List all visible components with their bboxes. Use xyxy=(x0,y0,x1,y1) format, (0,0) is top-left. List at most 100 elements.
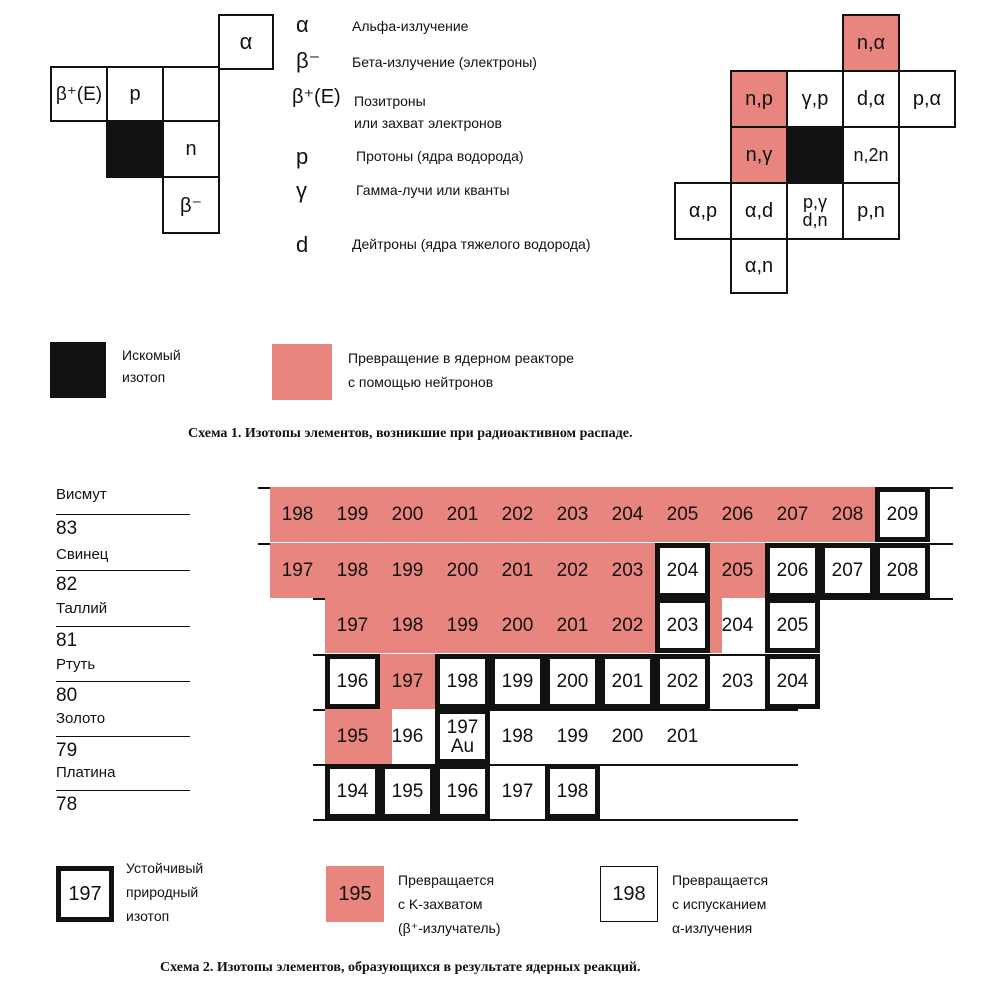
grid-rule xyxy=(313,709,798,711)
isotope-cell: 197 xyxy=(325,598,380,653)
isotope-mass: 204 xyxy=(666,559,699,581)
isotope-mass: 201 xyxy=(666,725,699,747)
isotope-mass: 203 xyxy=(611,559,644,581)
isotope-cell: 206 xyxy=(765,543,820,598)
cell-n-p: n,p xyxy=(730,70,788,128)
cell-p-alpha: p,α xyxy=(898,70,956,128)
isotope-cell: 196 xyxy=(380,709,435,764)
legend-symbol-gamma: γ xyxy=(296,178,307,203)
isotope-cell: 200 xyxy=(380,487,435,542)
isotope-cell: 202 xyxy=(490,487,545,542)
isotope-mass: 207 xyxy=(776,503,809,525)
isotope-mass: 200 xyxy=(391,503,424,525)
isotope-mass: 196 xyxy=(336,670,369,692)
isotope-cell: 200 xyxy=(545,654,600,709)
isotope-cell: 201 xyxy=(600,654,655,709)
isotope-mass: 197 xyxy=(501,780,534,802)
element-z: 80 xyxy=(56,685,78,706)
legend-alpha-text: Превращается с испусканием α-излучения xyxy=(672,872,769,936)
isotope-mass: 199 xyxy=(556,725,589,747)
element-divider xyxy=(56,514,190,515)
isotope-mass: 195 xyxy=(391,780,424,802)
isotope-cell: 201 xyxy=(490,543,545,598)
isotope-mass: 204 xyxy=(776,670,809,692)
isotope-cell: 203 xyxy=(655,598,710,653)
isotope-symbol: Au xyxy=(450,735,475,757)
cell-d-alpha: d,α xyxy=(842,70,900,128)
isotope-mass: 202 xyxy=(666,670,699,692)
legend-symbol-d: d xyxy=(296,232,309,257)
isotope-cell: 197 xyxy=(490,764,545,819)
element-name: Золото xyxy=(56,710,106,727)
isotope-mass: 196 xyxy=(446,780,479,802)
element-name: Висмут xyxy=(56,486,107,503)
element-divider xyxy=(56,570,190,571)
cell-p: p xyxy=(106,66,164,122)
cell-target-isotope-right xyxy=(786,126,844,184)
isotope-cell: 199 xyxy=(325,487,380,542)
element-z: 78 xyxy=(56,794,78,815)
isotope-cell: 204 xyxy=(600,487,655,542)
isotope-mass: 201 xyxy=(501,559,534,581)
isotope-mass: 197 xyxy=(446,716,479,738)
isotope-cell: 198 xyxy=(380,598,435,653)
isotope-mass: 202 xyxy=(501,503,534,525)
isotope-cell: 198 xyxy=(325,543,380,598)
isotope-cell: 202 xyxy=(600,598,655,653)
isotope-mass: 198 xyxy=(281,503,314,525)
isotope-cell: 204 xyxy=(765,654,820,709)
isotope-cell: 196 xyxy=(435,764,490,819)
isotope-cell: 200 xyxy=(600,709,655,764)
legend-symbol-p: p xyxy=(296,144,309,169)
isotope-mass: 200 xyxy=(446,559,479,581)
isotope-mass: 194 xyxy=(336,780,369,802)
isotope-mass: 206 xyxy=(721,503,754,525)
isotope-mass: 207 xyxy=(831,559,864,581)
isotope-mass: 198 xyxy=(501,725,534,747)
isotope-mass: 203 xyxy=(721,670,754,692)
isotope-mass: 198 xyxy=(336,559,369,581)
element-divider xyxy=(56,626,190,627)
isotope-cell: 198 xyxy=(490,709,545,764)
cell-n-2n: n,2n xyxy=(842,126,900,184)
isotope-mass: 200 xyxy=(556,670,589,692)
isotope-mass: 203 xyxy=(666,614,699,636)
key-target-label: Искомый изотоп xyxy=(122,347,181,385)
isotope-mass: 196 xyxy=(391,725,424,747)
isotope-cell: 198 xyxy=(270,487,325,542)
isotope-mass: 200 xyxy=(611,725,644,747)
isotope-cell: 207 xyxy=(765,487,820,542)
isotope-cell: 202 xyxy=(545,543,600,598)
isotope-mass: 195 xyxy=(336,725,369,747)
isotope-cell: 203 xyxy=(545,487,600,542)
isotope-cell: 203 xyxy=(710,654,765,709)
isotope-cell: 199 xyxy=(435,598,490,653)
isotope-cell: 195 xyxy=(380,764,435,819)
legend-text-beta-minus: Бета-излучение (электроны) xyxy=(352,54,537,70)
isotope-mass: 206 xyxy=(776,559,809,581)
isotope-cell: 205 xyxy=(765,598,820,653)
element-name: Платина xyxy=(56,764,116,781)
isotope-cell: 207 xyxy=(820,543,875,598)
key-target-swatch xyxy=(50,342,106,398)
cell-p-gamma-d-n: p,γ d,n xyxy=(786,182,844,240)
cell-n: n xyxy=(162,120,220,178)
element-z: 82 xyxy=(56,574,78,595)
isotope-cell: 199 xyxy=(380,543,435,598)
isotope-cell: 197 xyxy=(270,543,325,598)
isotope-mass: 197 xyxy=(391,670,424,692)
isotope-cell: 208 xyxy=(875,543,930,598)
isotope-mass: 201 xyxy=(446,503,479,525)
scheme2-caption: Схема 2. Изотопы элементов, образующихся… xyxy=(160,960,641,975)
element-divider xyxy=(56,736,190,737)
isotope-cell: 201 xyxy=(545,598,600,653)
cell-empty xyxy=(162,66,220,122)
isotope-cell: 202 xyxy=(655,654,710,709)
legend-alpha-box: 198 xyxy=(600,866,658,922)
cell-d-n-label: d,n xyxy=(802,210,828,230)
element-name: Ртуть xyxy=(56,656,96,673)
isotope-mass: 209 xyxy=(886,503,919,525)
isotope-cell: 209 xyxy=(875,487,930,542)
isotope-cell: 201 xyxy=(655,709,710,764)
